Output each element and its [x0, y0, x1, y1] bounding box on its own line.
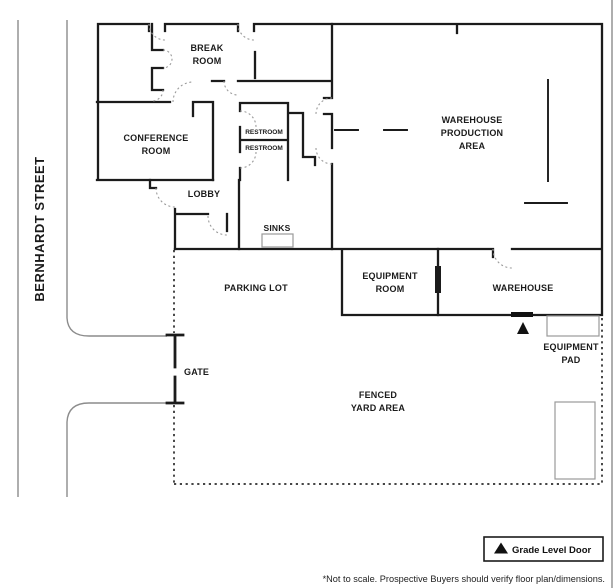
break-room-label-line1: BREAK: [190, 43, 223, 53]
gate-label: GATE: [184, 367, 209, 377]
equipment-room-door-leaf: [435, 266, 441, 293]
parking-lot-label: PARKING LOT: [224, 283, 288, 293]
production-area-partitions: [334, 79, 568, 204]
interior-walls-offices: [95, 22, 440, 317]
legend-triangle-icon: [494, 542, 508, 554]
fence-lines: [173, 250, 603, 485]
door-swing-arcs: [148, 23, 513, 269]
conference-room-label-line1: CONFERENCE: [123, 133, 188, 143]
fenced-yard-label-line1: FENCED: [359, 390, 398, 400]
legend: Grade Level Door: [483, 536, 604, 562]
equipment-pad-label-line2: PAD: [562, 355, 581, 365]
equipment-room-label-line2: ROOM: [376, 284, 405, 294]
equipment-pads: [546, 315, 600, 480]
warehouse-label: WAREHOUSE: [493, 283, 554, 293]
door-arcs: [148, 23, 513, 269]
gate-symbol: [165, 333, 185, 405]
street-label: BERNHARDT STREET: [32, 156, 47, 301]
fenced-yard-label-line2: YARD AREA: [351, 403, 405, 413]
grade-level-door-triangle-icon: [517, 322, 529, 334]
street-lines: [17, 20, 167, 497]
gate-bars: [165, 333, 185, 405]
legend-grade-level-door-label: Grade Level Door: [512, 545, 591, 556]
outer-walls: [95, 22, 604, 317]
break-room-label-line2: ROOM: [193, 56, 222, 66]
lobby-label: LOBBY: [188, 189, 221, 199]
equipment-room-label-line1: EQUIPMENT: [362, 271, 418, 281]
restroom-top-label: RESTROOM: [245, 129, 283, 136]
building-walls: [95, 22, 604, 317]
disclaimer-text: *Not to scale. Prospective Buyers should…: [323, 574, 605, 584]
driveway-lines: [66, 317, 167, 423]
conference-room-label-line2: ROOM: [142, 146, 171, 156]
warehouse-production-label-line1: WAREHOUSE: [442, 115, 503, 125]
warehouse-production-label-line2: PRODUCTION: [441, 128, 504, 138]
grade-level-door-bar: [511, 312, 533, 317]
warehouse-production-label-line3: AREA: [459, 141, 486, 151]
sinks-label: SINKS: [264, 223, 291, 233]
warehouse-partitions: [334, 79, 568, 204]
equipment-pad-outline: [546, 315, 600, 337]
yard-pad-outline: [554, 401, 596, 480]
sinks-counter: [261, 233, 294, 248]
equipment-pad-label-line1: EQUIPMENT: [543, 342, 599, 352]
restroom-bottom-label: RESTROOM: [245, 145, 283, 152]
